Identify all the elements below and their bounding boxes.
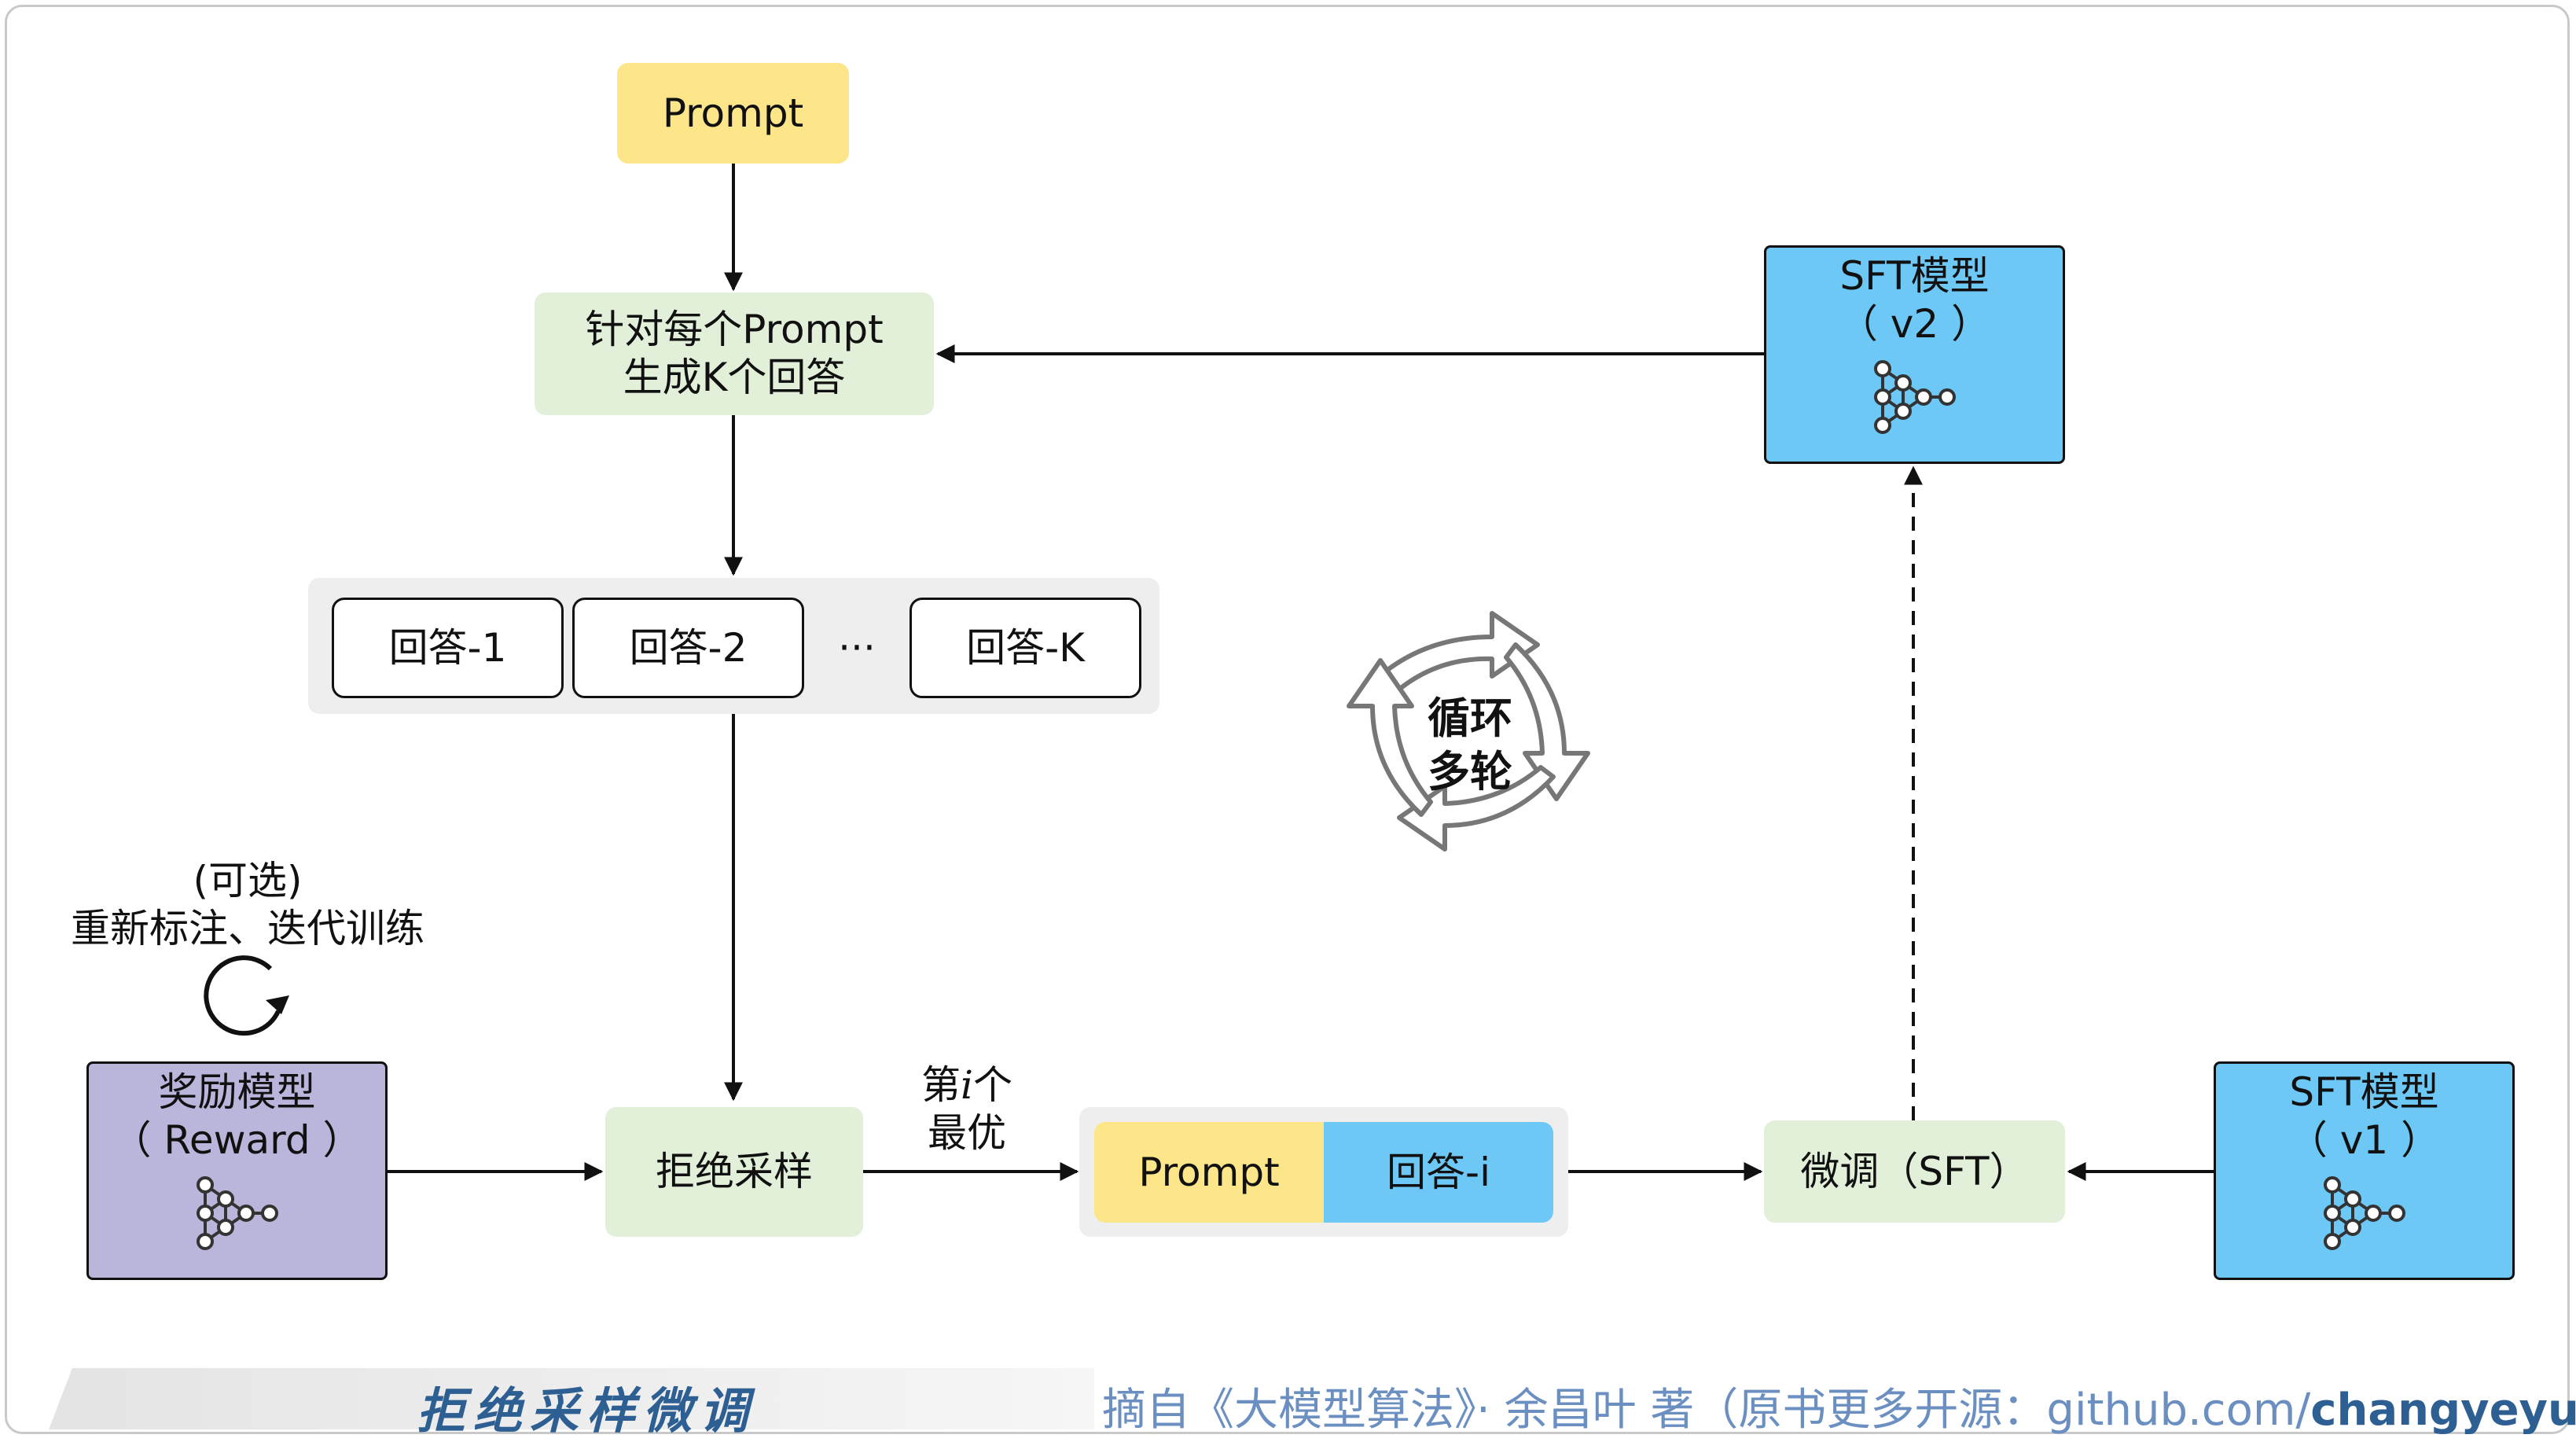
cycle-label: 循环 多轮 <box>1407 692 1533 798</box>
pair-prompt: Prompt <box>1094 1122 1324 1223</box>
answer-k-label: 回答-K <box>966 624 1085 671</box>
cycle-line1: 循环 <box>1428 693 1512 743</box>
pair-answer-label: 回答-i <box>1387 1149 1490 1195</box>
answer-k: 回答-K <box>910 598 1141 698</box>
footer-source-prefix: 摘自《大模型算法》· 余昌叶 著（原书更多开源：github.com/ <box>1102 1385 2311 1436</box>
refresh-loop-icon <box>204 955 289 1036</box>
answer-1-label: 回答-1 <box>388 624 507 671</box>
footer-title-band <box>49 1368 1094 1429</box>
best-italic-i: i <box>961 1062 973 1108</box>
optional-retrain-note: (可选) 重新标注、迭代训练 <box>63 857 432 953</box>
neural-network-icon <box>196 1176 278 1250</box>
reward-line2: （ Reward ） <box>112 1117 362 1163</box>
answers-ellipsis: ··· <box>818 598 896 698</box>
sft-v2-node: SFT模型 （ v2 ） <box>1764 245 2065 464</box>
prompt-label: Prompt <box>662 90 804 136</box>
reward-line1: 奖励模型 <box>158 1069 316 1115</box>
sft-v2-line1: SFT模型 <box>1839 253 1990 299</box>
cycle-arrows-icon <box>1347 611 1590 852</box>
footer-source: 摘自《大模型算法》· 余昌叶 著（原书更多开源：github.com/chang… <box>1102 1374 2576 1438</box>
optional-line1: (可选) <box>193 858 303 903</box>
generate-line1: 针对每个Prompt <box>585 307 884 352</box>
sft-v1-line1: SFT模型 <box>2289 1069 2439 1115</box>
pair-answer: 回答-i <box>1324 1122 1553 1223</box>
best-i-label: 第i个 最优 <box>888 1061 1045 1157</box>
best-line2: 最优 <box>928 1110 1006 1156</box>
answer-1: 回答-1 <box>332 598 564 698</box>
best-suffix: 个 <box>973 1062 1012 1108</box>
reward-model-node: 奖励模型 （ Reward ） <box>86 1061 388 1280</box>
answer-2: 回答-2 <box>572 598 804 698</box>
generate-answers-node: 针对每个Prompt 生成K个回答 <box>535 292 934 415</box>
best-prefix: 第 <box>921 1062 961 1108</box>
footer-source-github-user: changyeyu <box>2310 1385 2576 1436</box>
sft-v1-line2: （ v1 ） <box>2288 1117 2441 1163</box>
rejection-sampling-node: 拒绝采样 <box>605 1107 863 1237</box>
diagram-frame <box>5 5 2570 1434</box>
finetune-node: 微调（SFT） <box>1764 1120 2065 1223</box>
cycle-line2: 多轮 <box>1428 746 1512 796</box>
prompt-node: Prompt <box>617 63 849 164</box>
ellipsis-label: ··· <box>838 624 876 671</box>
neural-network-icon <box>1873 360 1956 434</box>
rejection-sampling-label: 拒绝采样 <box>656 1149 813 1194</box>
footer-title: 拒绝采样微调 <box>417 1382 757 1440</box>
finetune-label: 微调（SFT） <box>1800 1148 2029 1194</box>
optional-line2: 重新标注、迭代训练 <box>71 906 424 951</box>
neural-network-icon <box>2323 1176 2405 1250</box>
sft-v2-line2: （ v2 ） <box>1838 301 1991 347</box>
sft-v1-node: SFT模型 （ v1 ） <box>2214 1061 2515 1280</box>
answer-2-label: 回答-2 <box>629 624 748 671</box>
pair-prompt-label: Prompt <box>1138 1149 1280 1195</box>
generate-line2: 生成K个回答 <box>623 355 846 400</box>
